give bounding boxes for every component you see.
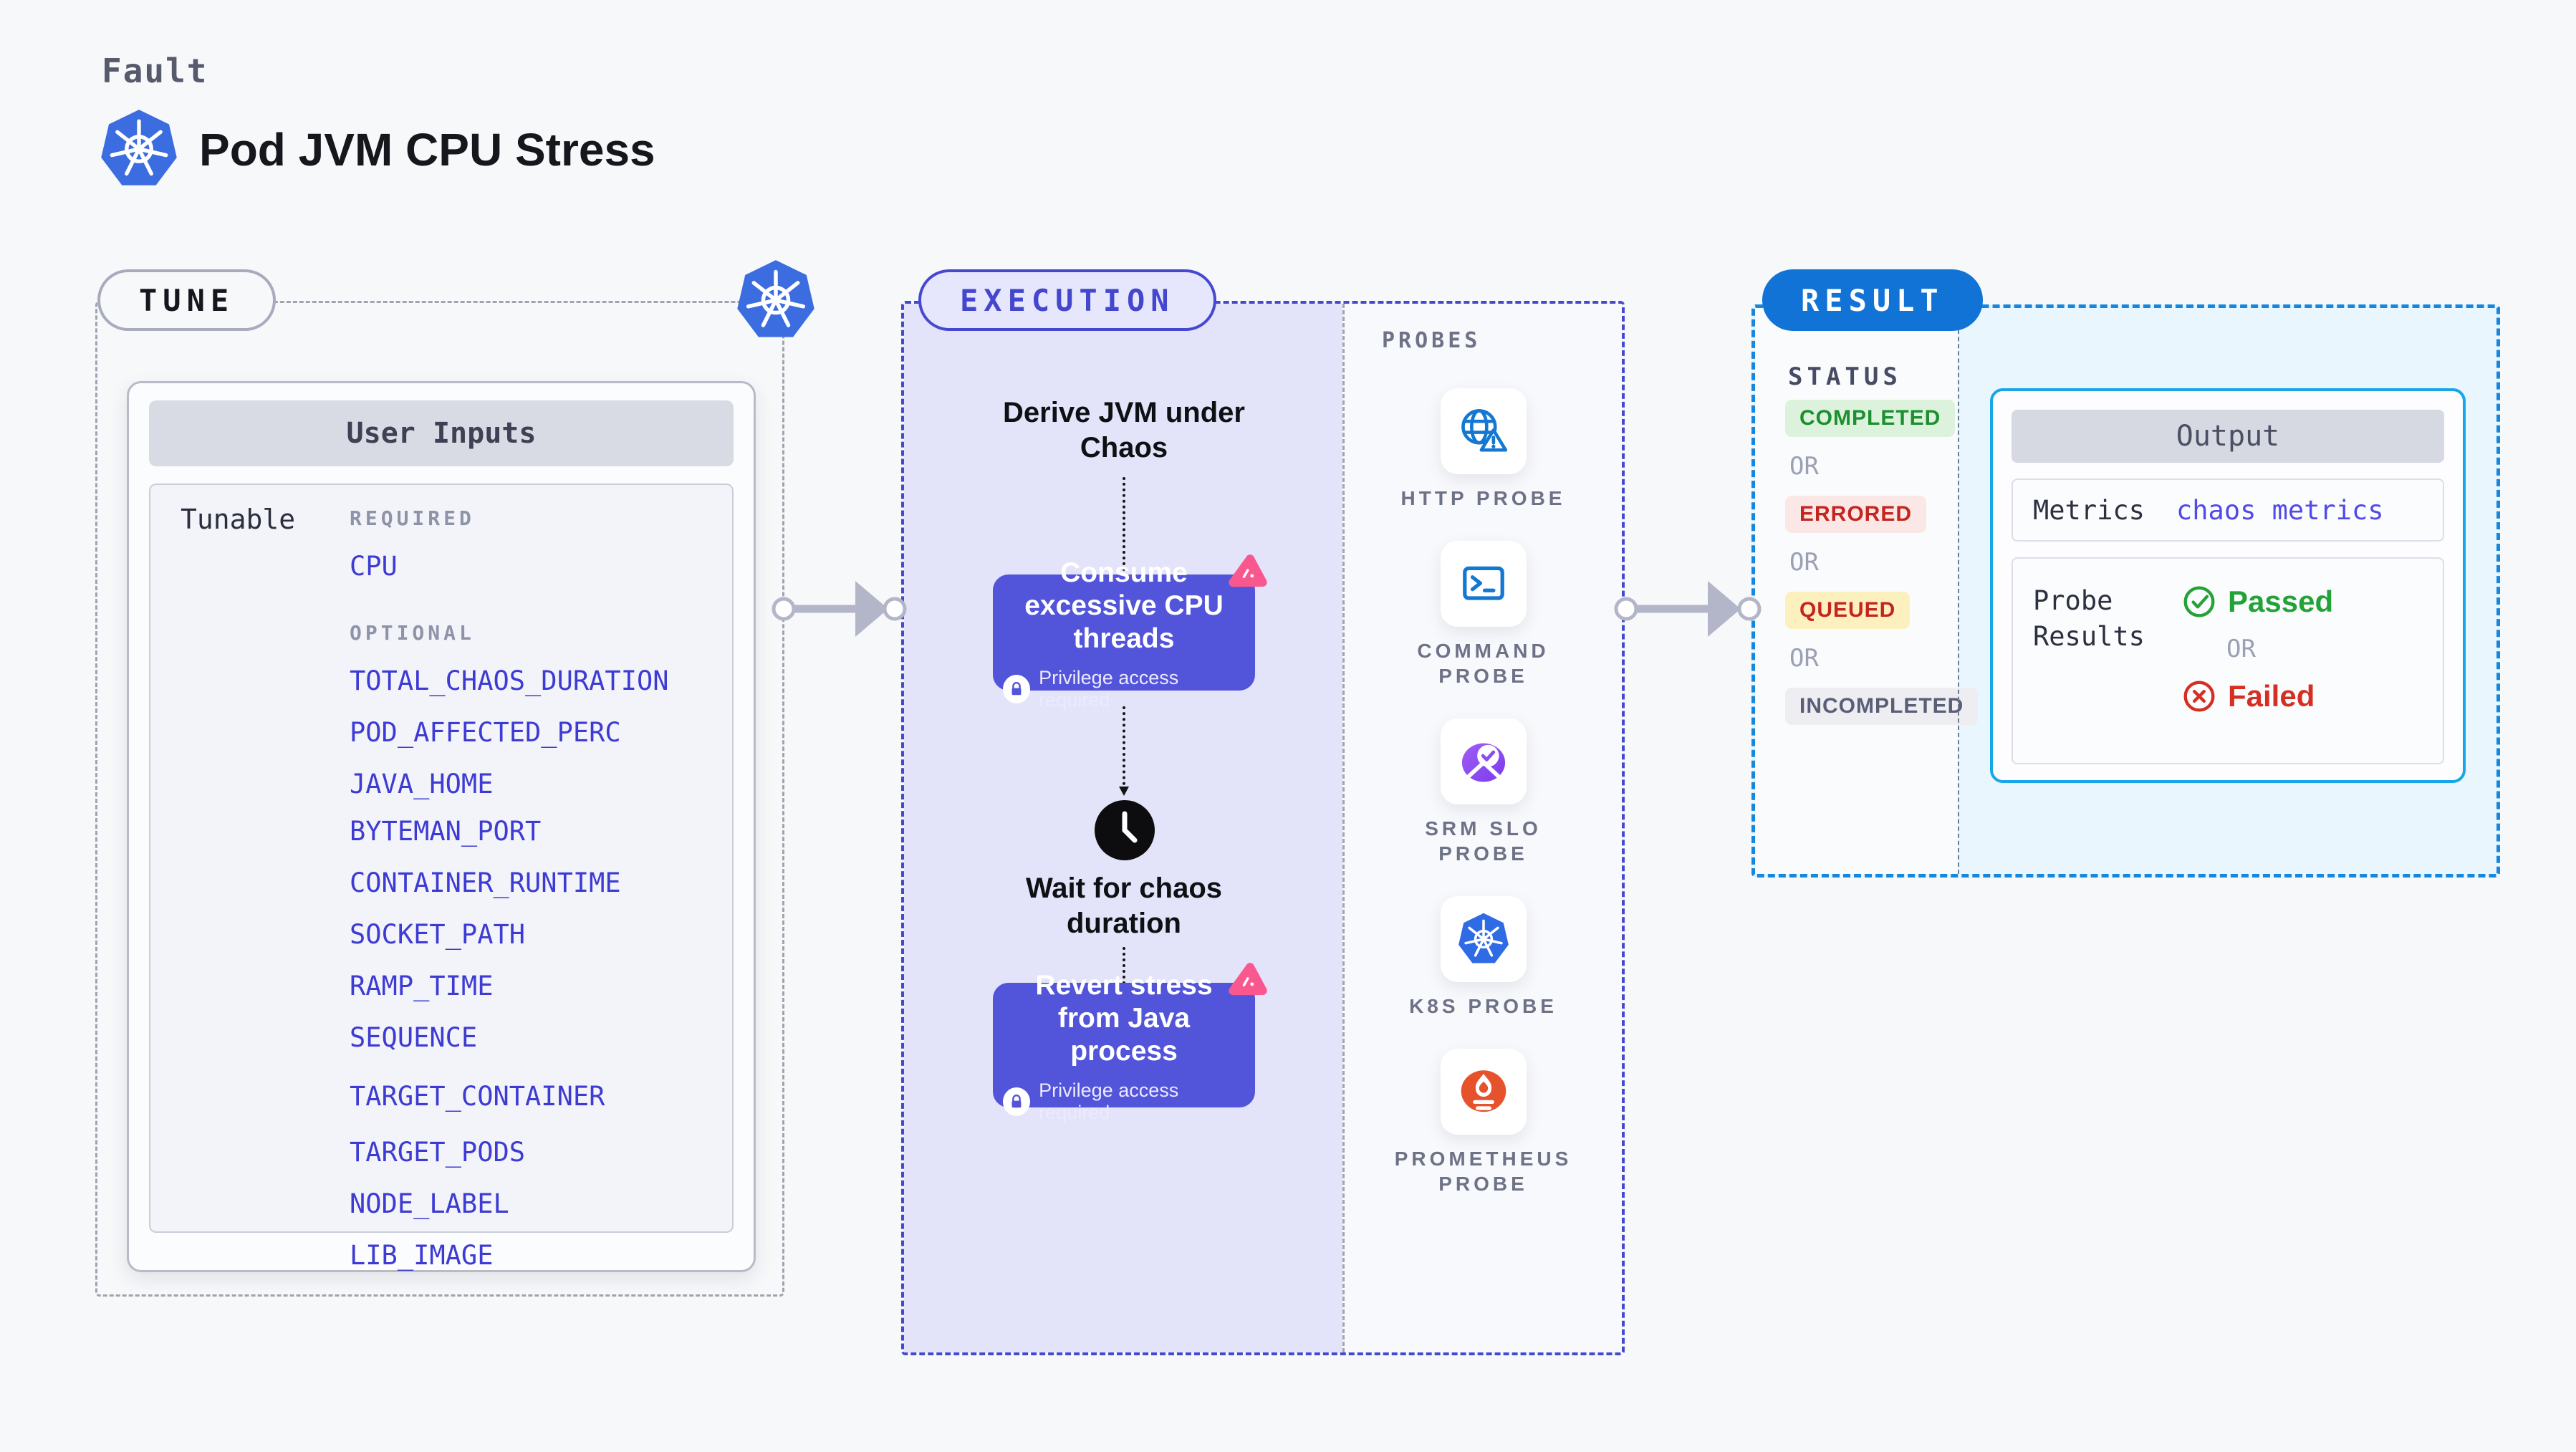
clock-icon <box>1092 798 1157 862</box>
execution-badge: EXECUTION <box>918 269 1216 331</box>
srm-slo-probe-card[interactable] <box>1440 718 1527 804</box>
result-badge: RESULT <box>1762 269 1983 331</box>
output-title: Output <box>2012 410 2444 463</box>
step-consume-box[interactable]: Consume excessive CPU threads Privilege … <box>993 557 1255 711</box>
tune-section <box>95 301 784 1297</box>
fault-kicker: Fault <box>102 52 208 90</box>
status-list: COMPLETED OR ERRORED OR QUEUED OR INCOMP… <box>1785 400 1979 725</box>
step-derive: Derive JVM under Chaos <box>1003 397 1245 463</box>
prometheus-icon <box>1461 1070 1506 1112</box>
flow-connector <box>1119 706 1129 796</box>
probes-title: PROBES <box>1382 328 1481 353</box>
failed-label: Failed <box>2228 679 2315 713</box>
kubernetes-icon <box>1458 913 1509 963</box>
user-inputs-body: Tunable REQUIRED CPU OPTIONAL TOTAL_CHAO… <box>149 484 734 1271</box>
probe-label: SRM SLO PROBE <box>1425 817 1542 865</box>
globe-alert-icon <box>1461 409 1507 452</box>
param-link[interactable]: NODE_LABEL <box>350 1188 509 1219</box>
slo-gauge-icon <box>1461 743 1505 782</box>
step-revert-label: Revert stress from Java process <box>1035 970 1213 1067</box>
probe-item-command: COMMAND PROBE <box>1394 541 1573 688</box>
privilege-note-text: Privilege access required <box>1039 1080 1179 1123</box>
step-revert-box[interactable]: Revert stress from Java process Privileg… <box>993 970 1255 1123</box>
passed-line: Passed <box>2182 585 2333 619</box>
tunable-label: Tunable <box>181 504 296 535</box>
param-link[interactable]: LIB_IMAGE <box>350 1240 494 1271</box>
probe-item-http: HTTP PROBE <box>1394 388 1573 511</box>
param-link[interactable]: SEQUENCE <box>350 1022 478 1053</box>
param-link[interactable]: TOTAL_CHAOS_DURATION <box>350 665 669 696</box>
param-link[interactable]: TARGET_CONTAINER <box>350 1081 605 1112</box>
probe-label: K8S PROBE <box>1409 995 1557 1017</box>
status-badge-queued: QUEUED <box>1785 592 1911 629</box>
tunable-list: REQUIRED CPU OPTIONAL TOTAL_CHAOS_DURATI… <box>350 506 669 1271</box>
privilege-note: Privilege access required <box>1003 1080 1245 1124</box>
probe-item-k8s: K8S PROBE <box>1394 896 1573 1019</box>
user-inputs-card: User Inputs Tunable REQUIRED CPU OPTIONA… <box>127 381 756 1272</box>
probe-label: HTTP PROBE <box>1400 487 1566 509</box>
failed-line: Failed <box>2182 679 2333 713</box>
status-badge-completed: COMPLETED <box>1785 400 1956 437</box>
param-link[interactable]: JAVA_HOME <box>350 769 494 799</box>
terminal-icon <box>1462 566 1504 600</box>
metrics-label: Metrics <box>2033 494 2145 526</box>
step-wait: Wait for chaos duration <box>1025 872 1223 939</box>
probe-label: COMMAND PROBE <box>1417 640 1549 687</box>
k8s-probe-card[interactable] <box>1440 896 1527 982</box>
step-consume-label: Consume excessive CPU threads <box>1024 557 1224 654</box>
result-section: STATUS COMPLETED OR ERRORED OR QUEUED OR… <box>1751 304 2500 878</box>
probe-results-label: Probe Results <box>2033 585 2145 652</box>
status-title: STATUS <box>1788 362 1902 391</box>
or-separator: OR <box>1789 644 1819 673</box>
probe-item-srm-slo: SRM SLO PROBE <box>1394 718 1573 866</box>
probe-item-prometheus: PROMETHEUS PROBE <box>1394 1049 1573 1196</box>
check-circle-icon <box>2183 586 2215 617</box>
user-inputs-title: User Inputs <box>149 400 734 466</box>
probe-results-values: Passed OR Failed <box>2182 583 2333 763</box>
lock-icon <box>1003 675 1031 703</box>
spark-icon <box>1229 554 1267 587</box>
or-separator: OR <box>1789 548 1819 577</box>
execution-section: Derive JVM under Chaos Consume excessive… <box>901 301 1625 1355</box>
status-badge-incompleted: INCOMPLETED <box>1785 688 1979 725</box>
output-card: Output Metrics chaos metrics Probe Resul… <box>1990 388 2466 783</box>
tune-badge: TUNE <box>97 269 277 331</box>
status-badge-errored: ERRORED <box>1785 496 1927 533</box>
param-link[interactable]: TARGET_PODS <box>350 1137 526 1168</box>
probe-results-row: Probe Results Passed OR <box>2012 557 2444 764</box>
page-title: Pod JVM CPU Stress <box>199 124 655 176</box>
status-column: STATUS COMPLETED OR ERRORED OR QUEUED OR… <box>1755 308 1979 874</box>
metrics-row: Metrics chaos metrics <box>2012 479 2444 542</box>
prometheus-probe-card[interactable] <box>1440 1049 1527 1135</box>
param-link[interactable]: CONTAINER_RUNTIME <box>350 867 621 898</box>
param-link[interactable]: RAMP_TIME <box>350 971 494 1001</box>
optional-label: OPTIONAL <box>350 621 475 645</box>
lock-icon <box>1003 1087 1031 1116</box>
privilege-note: Privilege access required <box>1003 667 1245 711</box>
required-label: REQUIRED <box>350 506 475 530</box>
status-divider <box>1958 308 1959 874</box>
param-link[interactable]: SOCKET_PATH <box>350 919 526 950</box>
execution-to-result-arrow <box>1614 581 1762 637</box>
command-probe-card[interactable] <box>1440 541 1527 627</box>
execution-flow-area: Derive JVM under Chaos Consume excessive… <box>904 304 1342 1352</box>
probes-panel: PROBES <box>1342 304 1622 1352</box>
kubernetes-icon <box>101 110 177 186</box>
spark-icon <box>1229 963 1267 996</box>
or-separator: OR <box>1789 452 1819 481</box>
chaos-metrics-link[interactable]: chaos metrics <box>2176 494 2384 526</box>
param-link[interactable]: POD_AFFECTED_PERC <box>350 717 621 748</box>
kubernetes-icon <box>737 260 814 337</box>
x-circle-icon <box>2183 681 2215 712</box>
param-link[interactable]: CPU <box>350 551 398 582</box>
probe-label: PROMETHEUS PROBE <box>1394 1148 1572 1195</box>
http-probe-card[interactable] <box>1440 388 1527 474</box>
or-separator: OR <box>2226 635 2256 663</box>
tune-to-execution-arrow <box>772 581 907 637</box>
privilege-note-text: Privilege access required <box>1039 667 1179 711</box>
param-link[interactable]: BYTEMAN_PORT <box>350 816 542 847</box>
probe-list: HTTP PROBE COMMAND PROBE <box>1345 388 1622 1196</box>
passed-label: Passed <box>2228 585 2334 618</box>
